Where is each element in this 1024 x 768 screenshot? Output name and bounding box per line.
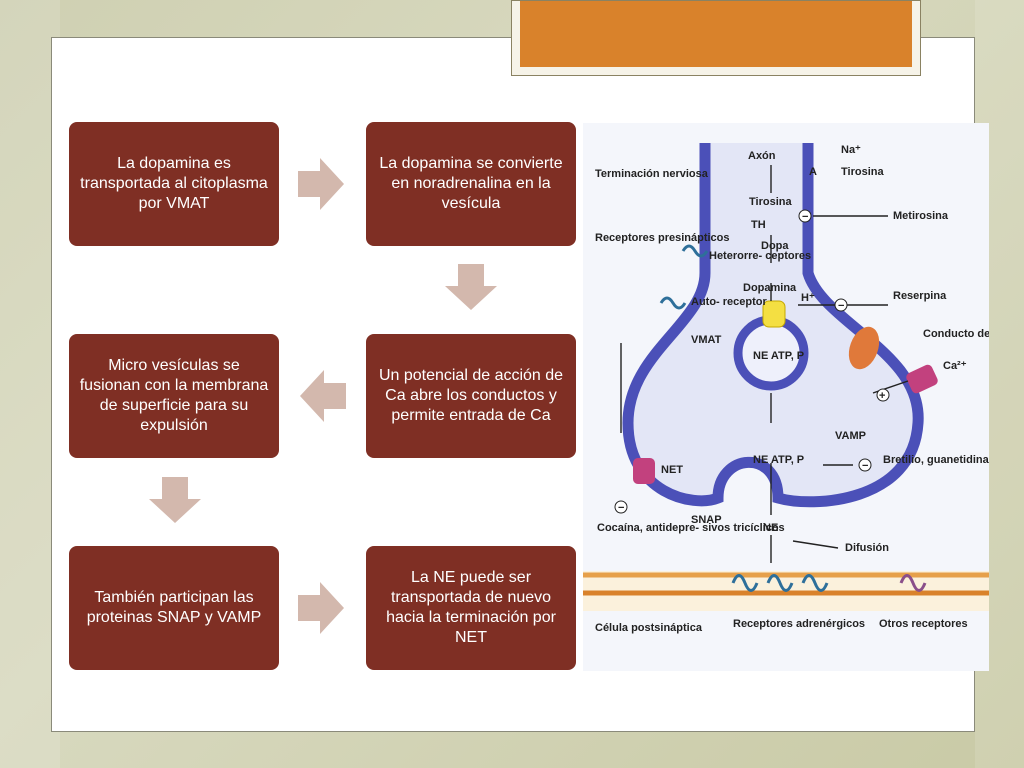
step-text-1: La dopamina es transportada al citoplasm… [80,155,268,212]
svg-text:+: + [879,390,885,402]
step-text-4: Un potencial de acción de Ca abre los co… [378,367,564,424]
svg-text:−: − [838,300,844,312]
label-postsyn: Célula postsináptica [595,622,703,634]
background-facet [0,0,60,768]
label-cocaine: Cocaína, antidepre- sivos tricíclicos [597,522,785,534]
label-tyrosine-2: Tirosina [749,196,792,208]
label-calcium-channel: Conducto de calcio [923,328,989,340]
label-autoreceptor: Auto- receptor [691,296,768,308]
step-box-4: Un potencial de acción de Ca abre los co… [366,334,576,458]
svg-text:−: − [862,460,868,472]
label-net: NET [661,464,683,476]
step-text-2: La dopamina se convierte en noradrenalin… [379,155,563,212]
label-na: Na⁺ [841,144,861,156]
label-h: H⁺ [801,292,815,304]
label-axon: Axón [748,150,776,162]
arrow-left-icon [300,370,346,422]
step-box-5: También participan las proteinas SNAP y … [69,546,279,670]
net-transporter [633,458,655,484]
mitochondrion [848,326,880,370]
step-box-6: La NE puede ser transportada de nuevo ha… [366,546,576,670]
label-dopamine: Dopamina [743,282,797,294]
svg-text:−: − [618,502,624,514]
label-heteroreceptors: Heterorre- ceptores [709,250,811,262]
label-ca: Ca²⁺ [943,360,967,372]
label-reserpine: Reserpina [893,290,947,302]
label-a: A [809,166,817,178]
svg-text:−: − [802,211,808,223]
step-box-1: La dopamina es transportada al citoplasm… [69,122,279,246]
step-text-5: También participan las proteinas SNAP y … [86,589,262,626]
step-text-6: La NE puede ser transportada de nuevo ha… [386,569,556,646]
step-box-3: Micro vesículas se fusionan con la membr… [69,334,279,458]
arrow-down-icon [445,264,497,310]
label-snap: SNAP [691,514,722,526]
label-tyrosine-1: Tirosina [841,166,884,178]
title-bar [520,1,912,67]
vmat-transporter [762,300,786,328]
label-ne-atp-1: NE ATP, P [753,350,804,362]
title-tab [511,0,921,76]
step-text-3: Micro vesículas se fusionan con la membr… [79,357,269,434]
label-ne-atp-2: NE ATP, P [753,454,804,466]
label-vamp: VAMP [835,430,866,442]
synapse-diagram: Terminación nerviosa Axón Na⁺ A Tirosina… [583,123,989,671]
label-th: TH [751,219,766,231]
label-vmat: VMAT [691,334,722,346]
label-metirosine: Metirosina [893,210,949,222]
calcium-channel [906,364,938,394]
label-presyn: Receptores presinápticos [595,232,730,244]
arrow-right-icon [298,582,344,634]
label-bretylium: Bretilio, guanetidina [883,454,989,466]
arrow-right-icon [298,158,344,210]
label-adrenergic: Receptores adrenérgicos [733,618,865,630]
step-box-2: La dopamina se convierte en noradrenalin… [366,122,576,246]
label-other-receptors: Otros receptores [879,618,968,630]
arrow-down-icon [149,477,201,523]
label-dopa: Dopa [761,240,789,252]
label-ne: NE [763,522,778,534]
label-diffusion: Difusión [845,542,889,554]
label-terminal: Terminación nerviosa [595,168,709,180]
receptor-icon [659,244,927,592]
